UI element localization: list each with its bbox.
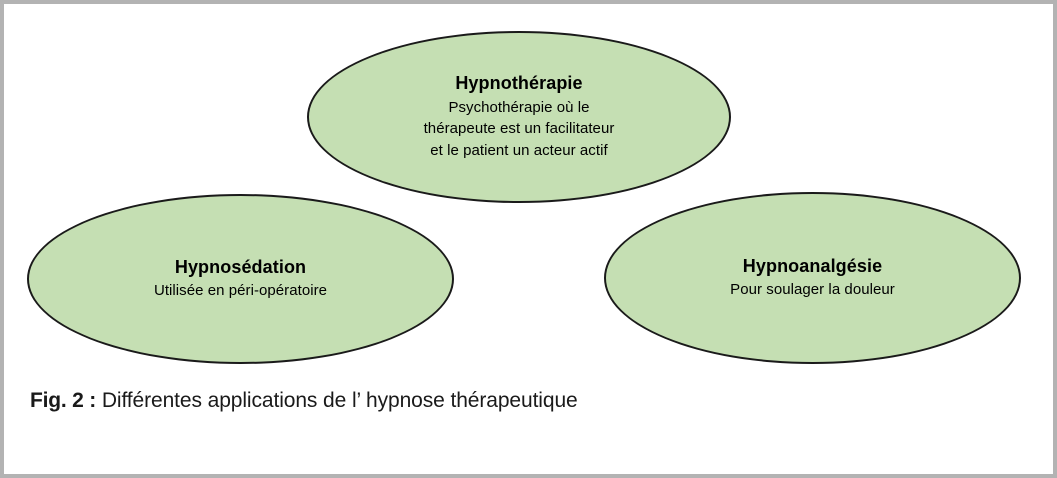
node-hypnosedation-description: Utilisée en péri-opératoire xyxy=(154,280,327,302)
node-hypnoanalgesie-description: Pour soulager la douleur xyxy=(730,279,895,301)
node-hypnosedation: Hypnosédation Utilisée en péri-opératoir… xyxy=(27,194,454,364)
figure-caption-text: Différentes applications de l’ hypnose t… xyxy=(96,389,578,412)
figure-caption-label: Fig. 2 : xyxy=(30,389,97,412)
node-description-line: Utilisée en péri-opératoire xyxy=(153,282,328,300)
node-hypnotherapie-title: Hypnothérapie xyxy=(455,73,583,94)
node-hypnoanalgesie: Hypnoanalgésie Pour soulager la douleur xyxy=(604,192,1021,364)
diagram-canvas: Hypnothérapie Psychothérapie où le théra… xyxy=(4,4,1053,474)
node-description-line: thérapeute est un facilitateur xyxy=(423,120,615,138)
node-description-line: Pour soulager la douleur xyxy=(730,281,895,299)
node-hypnoanalgesie-title: Hypnoanalgésie xyxy=(742,255,883,276)
node-hypnotherapie-description: Psychothérapie où le thérapeute est un f… xyxy=(424,97,615,162)
node-description-line: Psychothérapie où le xyxy=(448,98,590,116)
node-hypnosedation-title: Hypnosédation xyxy=(174,256,307,277)
node-hypnotherapie: Hypnothérapie Psychothérapie où le théra… xyxy=(307,31,731,203)
node-description-line: et le patient un acteur actif xyxy=(430,142,608,160)
figure-caption: Fig. 2 : Différentes applications de l’ … xyxy=(30,387,1030,415)
